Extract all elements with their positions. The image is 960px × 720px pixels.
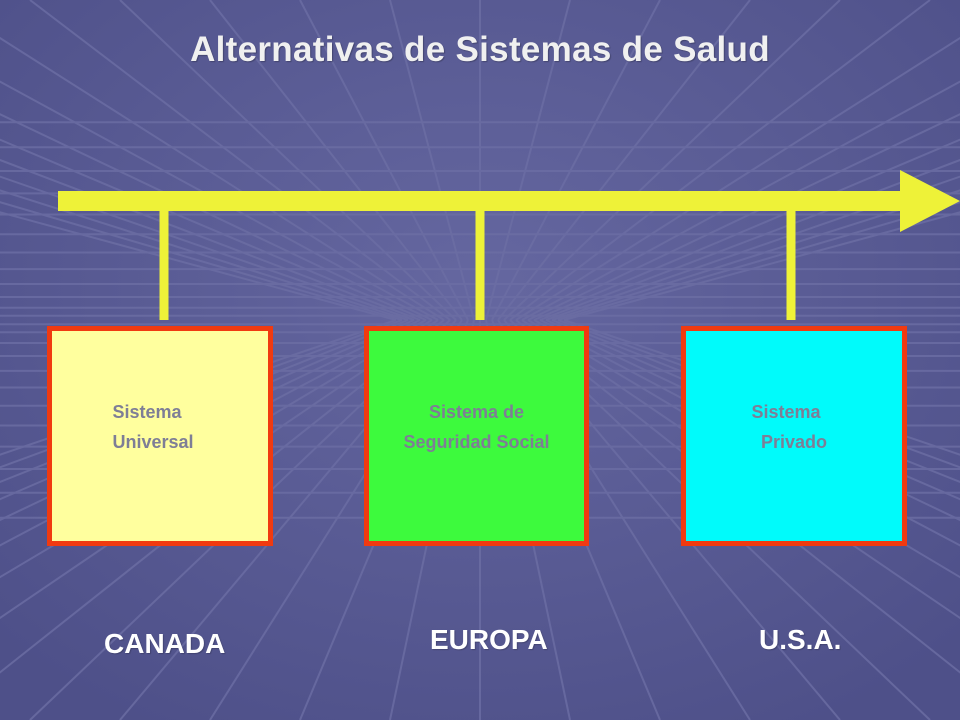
system-label-line: Universal bbox=[112, 432, 194, 452]
region-label-europa: EUROPA bbox=[430, 624, 548, 655]
system-label: Sistema de Seguridad Social bbox=[369, 397, 584, 457]
system-label-line: Sistema bbox=[751, 402, 821, 422]
system-label: Sistema Privado bbox=[686, 397, 902, 457]
system-box-social-security: Sistema de Seguridad Social bbox=[364, 326, 589, 546]
system-box-private: Sistema Privado bbox=[681, 326, 907, 546]
system-label: Sistema Universal bbox=[52, 397, 268, 457]
page-title: Alternativas de Sistemas de Salud bbox=[190, 30, 770, 69]
region-label-usa: U.S.A. bbox=[759, 624, 842, 655]
system-label-line: Seguridad Social bbox=[403, 432, 550, 452]
system-label-line: Sistema bbox=[112, 402, 182, 422]
system-label-line: Privado bbox=[760, 432, 828, 452]
arrow-head bbox=[900, 170, 960, 232]
system-label-line: Sistema de bbox=[428, 402, 525, 422]
system-box-universal: Sistema Universal bbox=[47, 326, 273, 546]
region-label-canada: CANADA bbox=[104, 628, 226, 659]
